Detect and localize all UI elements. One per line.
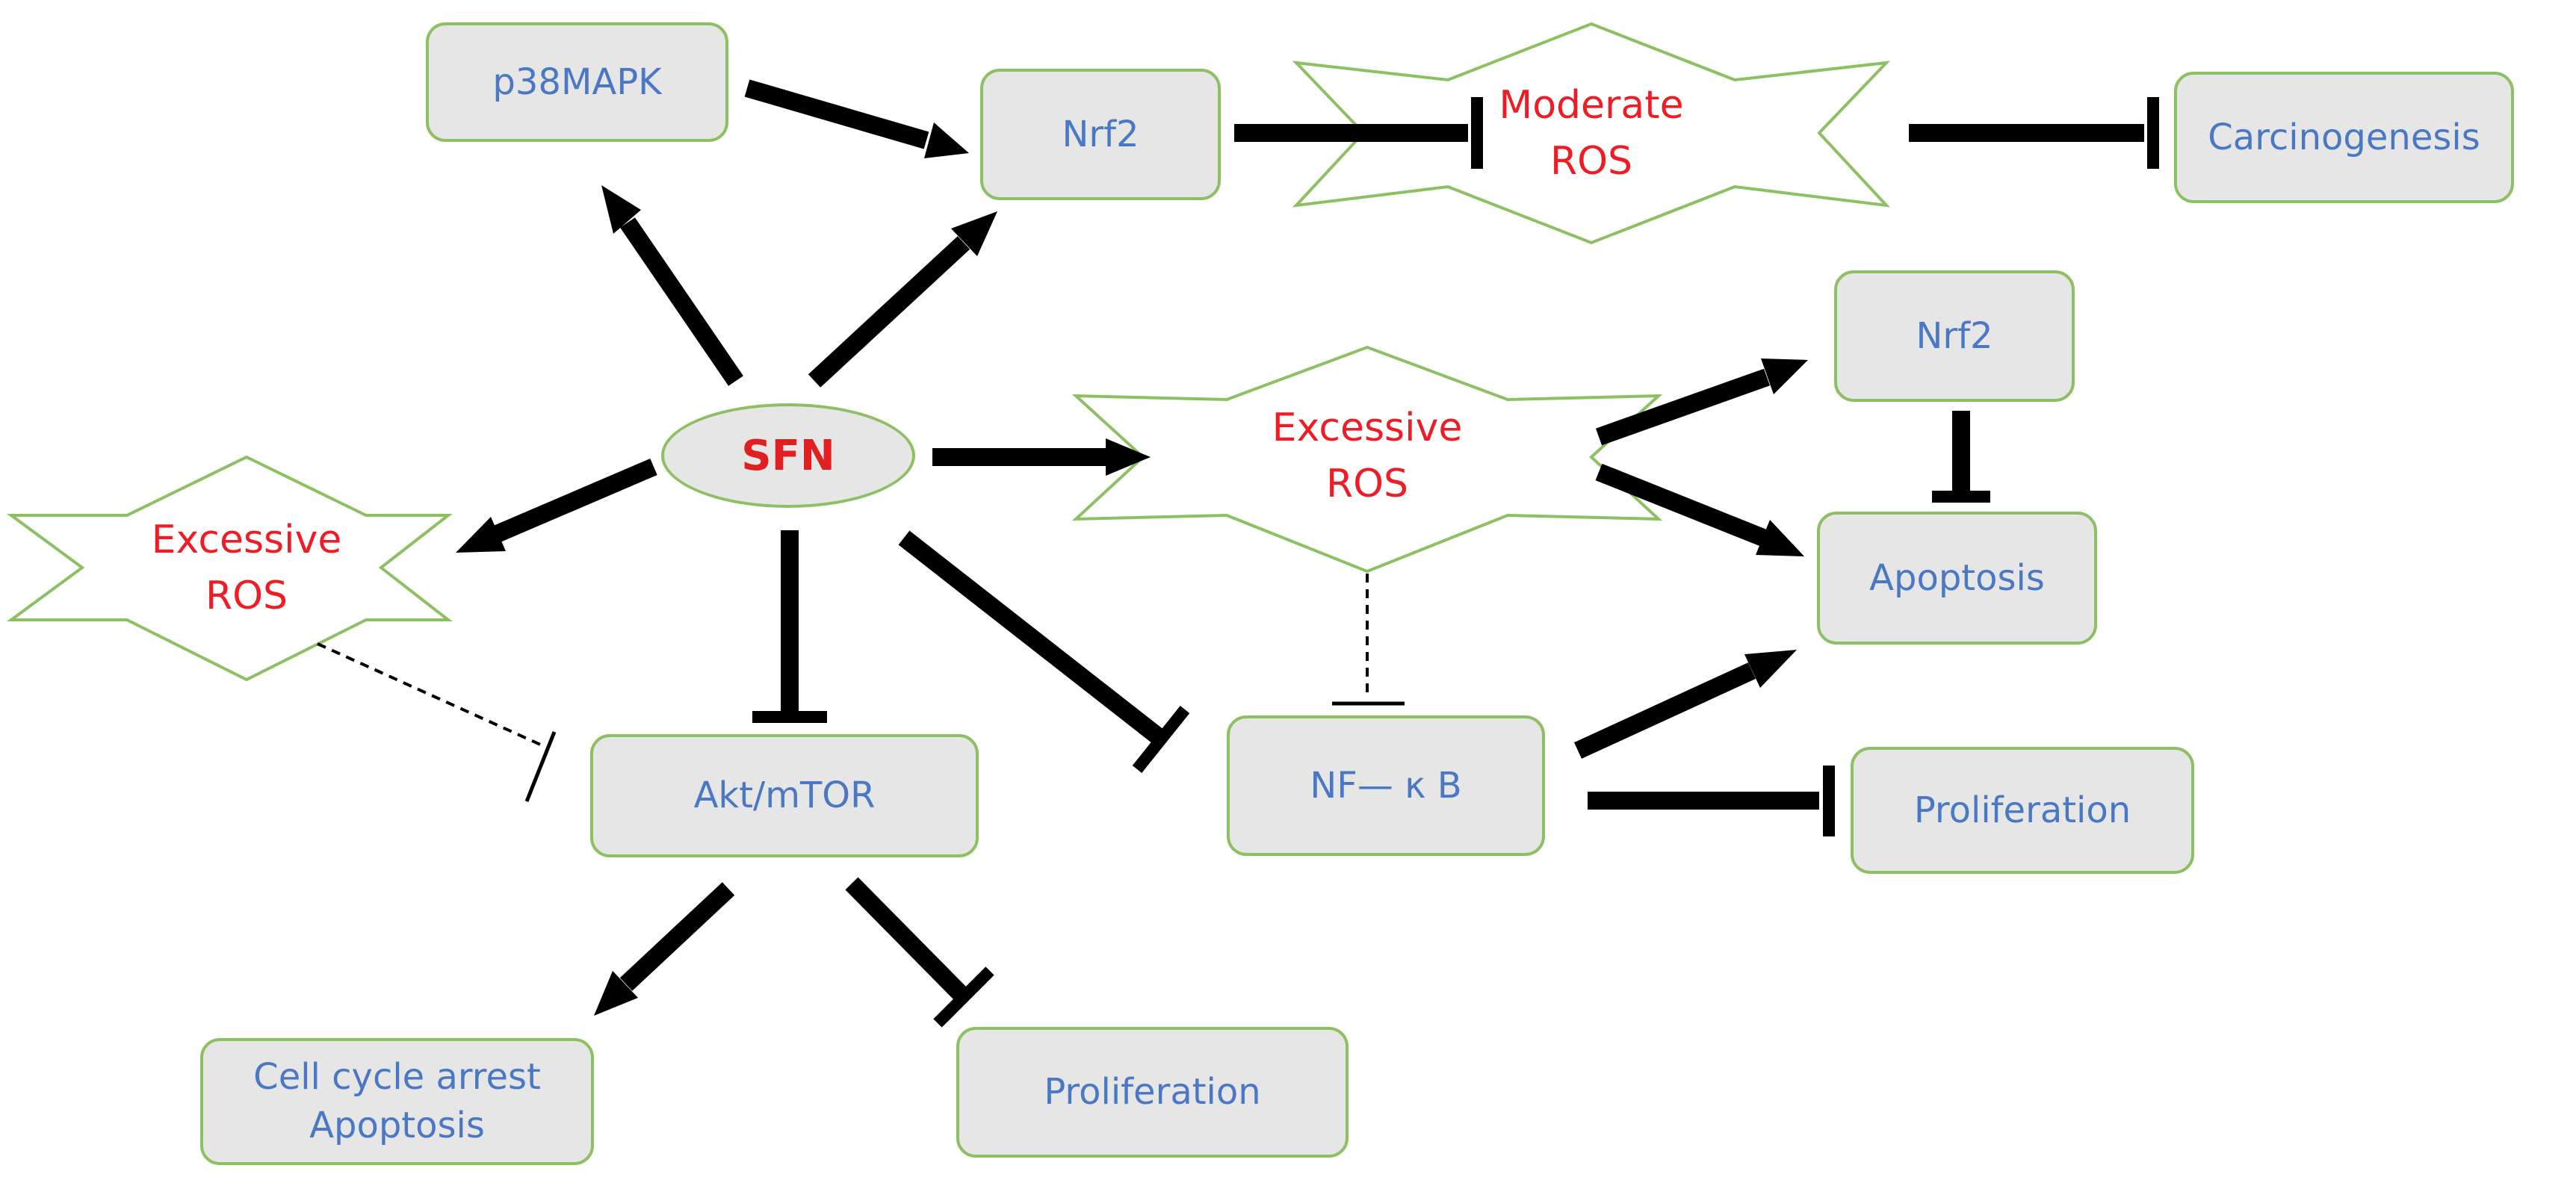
carcinogenesis-label: Carcinogenesis: [2208, 116, 2480, 158]
proliferation-bottom-node: Proliferation: [956, 1027, 1349, 1158]
inhibition-bar: [1132, 706, 1190, 773]
arrowhead: [951, 211, 997, 256]
edge-akt-to-cell-cycle: [619, 882, 735, 991]
excessive-ros-center-label: Excessive ROS: [1180, 396, 1554, 517]
nrf2-top-node: Nrf2: [980, 69, 1221, 200]
edge-sfn-to-excessive-ros-left: [493, 458, 657, 543]
inhibition-edges: [752, 97, 2159, 1028]
arrowhead: [1761, 358, 1808, 394]
akt-mtor-label: Akt/mTOR: [693, 774, 876, 817]
moderate-ros-star: [1292, 22, 1891, 245]
nfkb-label: NF— κ B: [1310, 764, 1462, 807]
p38mapk-label: p38MAPK: [492, 60, 662, 103]
edge-akt-inhibits-proliferation: [845, 877, 970, 1004]
activation-arrows: [456, 79, 1808, 1016]
p38mapk-node: p38MAPK: [426, 22, 728, 142]
edge-ros-left-inhibits-akt: [317, 642, 546, 748]
excessive-ros-left-star: [6, 455, 453, 682]
nrf2-top-label: Nrf2: [1062, 113, 1139, 155]
sfn-node: SFN: [661, 403, 915, 508]
nfkb-node: NF— κ B: [1227, 715, 1545, 856]
arrowhead: [456, 517, 506, 553]
excessive-ros-left-line1: Excessive: [151, 517, 342, 562]
moderate-ros-line2: ROS: [1549, 139, 1633, 184]
akt-mtor-node: Akt/mTOR: [590, 734, 979, 857]
edge-sfn-to-nrf2: [808, 236, 970, 388]
carcinogenesis-node: Carcinogenesis: [2174, 72, 2514, 203]
edge-sfn-inhibits-nfkb: [898, 530, 1168, 747]
apoptosis-right-label: Apoptosis: [1869, 556, 2045, 599]
nrf2-right-label: Nrf2: [1916, 314, 1993, 357]
inhibition-bar: [524, 731, 557, 802]
excessive-ros-center-line2: ROS: [1325, 462, 1409, 506]
apoptosis-right-node: Apoptosis: [1817, 512, 2097, 645]
cell-cycle-apoptosis-node: Cell cycle arrest Apoptosis: [200, 1038, 594, 1165]
edge-ros-to-apoptosis: [1595, 463, 1767, 547]
arrowhead: [1756, 520, 1804, 556]
excessive-ros-left-label: Excessive ROS: [60, 508, 433, 629]
edge-sfn-to-p38mapk: [620, 217, 743, 386]
arrowhead: [601, 185, 641, 234]
proliferation-right-label: Proliferation: [1913, 789, 2131, 831]
arrowhead: [1106, 438, 1151, 476]
proliferation-right-node: Proliferation: [1851, 747, 2194, 874]
cell-cycle-line2: Apoptosis: [309, 1105, 485, 1146]
arrowhead: [594, 971, 638, 1016]
dashed-inhibitions: [317, 574, 1405, 802]
inhibition-bar: [933, 966, 994, 1028]
excessive-ros-left-line2: ROS: [205, 574, 288, 618]
nrf2-right-node: Nrf2: [1834, 270, 2075, 402]
cell-cycle-line1: Cell cycle arrest: [253, 1056, 541, 1099]
excessive-ros-center-star: [1071, 345, 1663, 574]
moderate-ros-line1: Moderate: [1499, 82, 1684, 128]
moderate-ros-label: Moderate ROS: [1405, 73, 1778, 194]
sfn-label: SFN: [741, 431, 835, 480]
edge-ros-to-nrf2-right: [1595, 368, 1771, 446]
arrowhead: [1744, 650, 1797, 688]
proliferation-bottom-label: Proliferation: [1044, 1071, 1261, 1114]
edge-p38mapk-to-nrf2: [744, 79, 929, 149]
excessive-ros-center-line1: Excessive: [1272, 405, 1463, 450]
arrowhead: [924, 122, 969, 158]
edge-nfkb-to-apoptosis: [1573, 662, 1756, 759]
